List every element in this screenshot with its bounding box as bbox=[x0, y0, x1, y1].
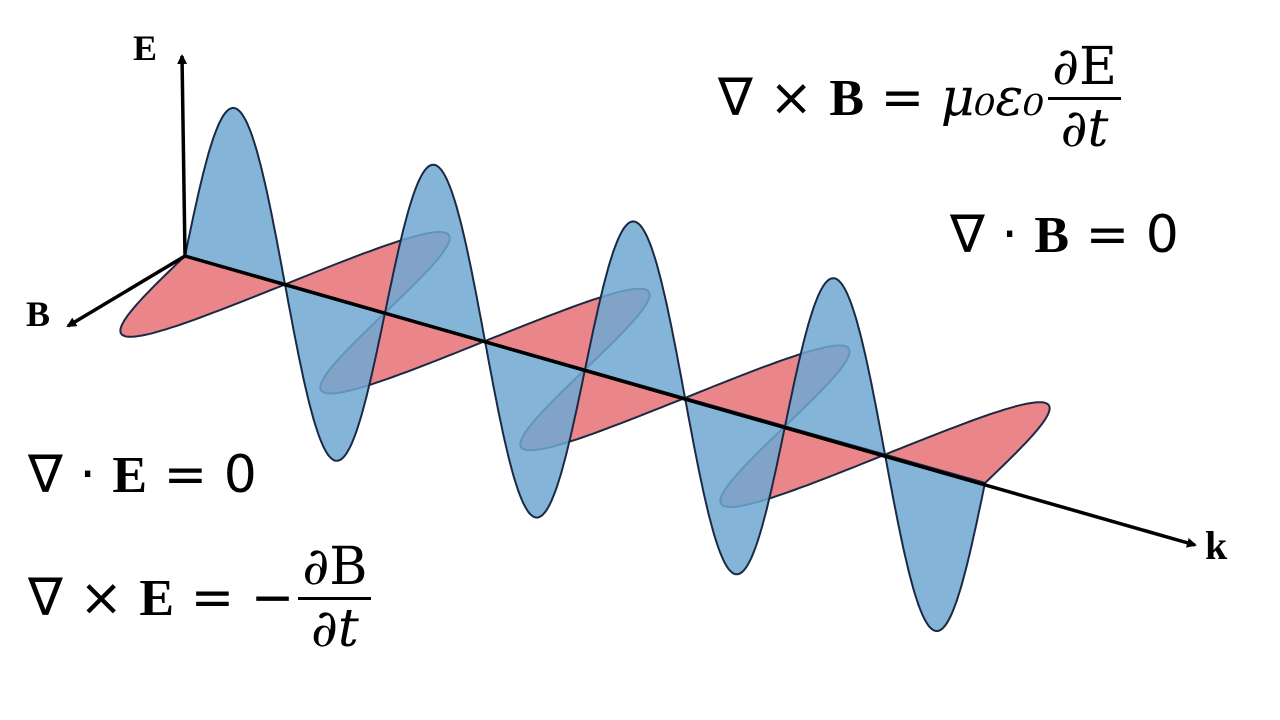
fraction-numerator: ∂E bbox=[1048, 40, 1121, 100]
curl-operator: ∇ × bbox=[718, 68, 813, 129]
e-field-lobe bbox=[183, 106, 287, 286]
e-field-lobe bbox=[783, 277, 887, 457]
time-derivative-fraction: ∂B ∂t bbox=[298, 540, 372, 659]
gauss-law-equation: ∇ · E = 0 bbox=[28, 445, 257, 505]
b-axis-arrow bbox=[66, 254, 186, 328]
divergence-operator: ∇ · bbox=[28, 445, 96, 505]
divergence-operator: ∇ · bbox=[950, 205, 1018, 265]
e-axis-arrow bbox=[177, 54, 188, 257]
e-axis-label: E bbox=[133, 28, 157, 68]
e-field-lobe bbox=[383, 163, 487, 343]
time-derivative-fraction: ∂E ∂t bbox=[1048, 40, 1121, 156]
equals-minus: = − bbox=[190, 568, 295, 629]
faraday-law-equation: ∇ × E = − ∂B ∂t bbox=[28, 540, 375, 656]
coefficient: μ₀ε₀ bbox=[940, 68, 1045, 129]
equals-zero: = 0 bbox=[1085, 205, 1179, 265]
e-field-lobe bbox=[483, 339, 587, 519]
field-symbol: E bbox=[112, 446, 148, 504]
fraction-numerator: ∂B bbox=[298, 540, 372, 600]
e-field-lobe bbox=[683, 396, 787, 576]
field-symbol: B bbox=[829, 69, 865, 127]
equals-zero: = 0 bbox=[163, 445, 257, 505]
electric-field-wave bbox=[183, 106, 987, 633]
b-field-lobe bbox=[119, 254, 289, 338]
equals-sign: = bbox=[880, 68, 925, 129]
e-field-lobe bbox=[283, 282, 387, 462]
b-axis-label: B bbox=[26, 294, 50, 334]
field-symbol: B bbox=[1034, 206, 1070, 264]
field-symbol: E bbox=[139, 569, 175, 627]
fraction-denominator: ∂t bbox=[310, 598, 359, 659]
k-axis-label: k bbox=[1205, 523, 1228, 568]
fraction-denominator: ∂t bbox=[1060, 98, 1109, 159]
e-field-lobe bbox=[883, 453, 987, 633]
e-field-lobe bbox=[583, 220, 687, 400]
propagation-axis-line bbox=[184, 254, 1197, 548]
b-field-lobe bbox=[881, 401, 1051, 485]
ampere-maxwell-equation: ∇ × B = μ₀ε₀ ∂E ∂t bbox=[718, 40, 1125, 156]
gauss-magnetism-equation: ∇ · B = 0 bbox=[950, 205, 1179, 265]
curl-operator: ∇ × bbox=[28, 568, 123, 629]
